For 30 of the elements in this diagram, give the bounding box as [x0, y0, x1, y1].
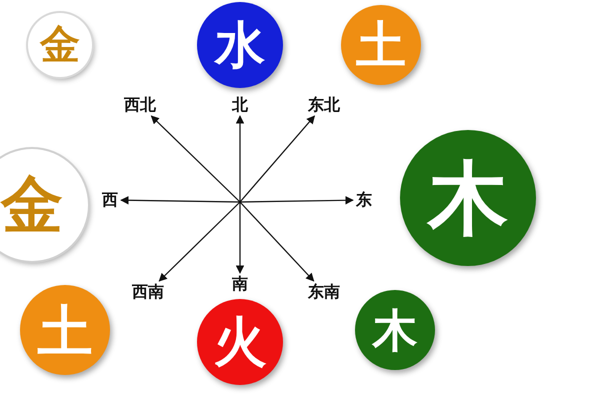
- direction-arrow: [158, 202, 240, 282]
- direction-arrow: [120, 196, 240, 204]
- element-circle: [197, 2, 283, 88]
- direction-label: 西南: [132, 284, 164, 300]
- element-character: 木: [428, 158, 508, 238]
- element-circle: [355, 290, 435, 370]
- direction-arrow: [150, 115, 240, 202]
- element-circle: [28, 13, 92, 77]
- element-circle: [341, 5, 421, 85]
- direction-arrow: [240, 115, 316, 202]
- direction-label: 西北: [124, 97, 156, 113]
- direction-arrow: [240, 202, 314, 282]
- element-character: 土: [38, 302, 92, 358]
- element-character: 土: [356, 20, 406, 70]
- direction-label: 东北: [308, 97, 340, 113]
- direction-arrow: [236, 202, 244, 274]
- direction-label: 南: [232, 276, 248, 292]
- direction-label: 西: [102, 192, 118, 208]
- element-character: 水: [215, 20, 265, 70]
- element-character: 木: [372, 308, 418, 352]
- element-character: 火: [214, 316, 266, 368]
- direction-label: 东南: [308, 284, 340, 300]
- element-circle: [0, 149, 88, 261]
- element-character: 金: [1, 174, 63, 236]
- direction-arrow: [240, 196, 354, 204]
- direction-label: 东: [356, 192, 372, 208]
- element-character: 金: [40, 25, 80, 65]
- direction-label: 北: [232, 97, 248, 113]
- element-circle: [197, 299, 283, 385]
- direction-arrow: [236, 115, 244, 202]
